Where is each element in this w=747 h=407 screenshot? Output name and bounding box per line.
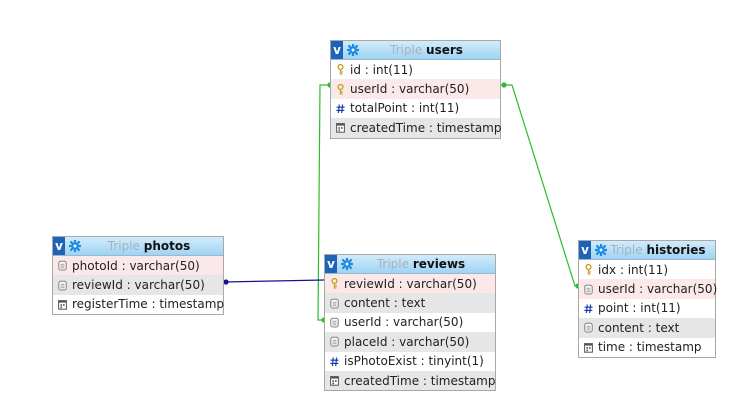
field-row[interactable]: idx : int(11) <box>579 260 715 279</box>
link-users-histories <box>501 84 578 287</box>
field-label: userId : varchar(50) <box>344 315 464 330</box>
table-title: Triple reviews <box>353 257 495 271</box>
field-row[interactable]: time : timestamp <box>579 338 715 357</box>
key-icon <box>336 64 350 75</box>
field-label: isPhotoExist : tinyint(1) <box>344 354 484 369</box>
gear-icon[interactable] <box>347 44 359 56</box>
field-row[interactable]: userId : varchar(50) <box>325 313 495 332</box>
field-label: content : text <box>598 320 680 335</box>
hash-icon <box>336 103 350 114</box>
table-toggle-v[interactable]: v <box>579 241 591 259</box>
calendar-icon <box>584 342 598 353</box>
field-label: createdTime : timestamp <box>350 120 502 135</box>
table-header[interactable]: v Triple histories <box>579 241 715 260</box>
text-field-icon <box>58 260 72 271</box>
field-label: userId : varchar(50) <box>350 82 470 97</box>
field-row[interactable]: userId : varchar(50) <box>579 279 718 299</box>
field-row[interactable]: point : int(11) <box>579 299 715 318</box>
field-row[interactable]: totalPoint : int(11) <box>331 99 500 118</box>
field-row[interactable]: reviewId : varchar(50) <box>53 275 223 295</box>
database-name: Triple <box>390 43 423 57</box>
table-title: Triple photos <box>81 239 223 253</box>
table-photos[interactable]: v Triple photos photoId : varchar(50) re… <box>52 236 225 316</box>
link-users-reviews <box>317 84 330 321</box>
field-label: reviewId : varchar(50) <box>72 278 205 293</box>
field-label: idx : int(11) <box>598 262 669 277</box>
field-row[interactable]: photoId : varchar(50) <box>53 256 223 276</box>
calendar-icon <box>336 122 350 134</box>
link-endpoint <box>501 82 507 88</box>
database-name: Triple <box>610 243 643 257</box>
key-icon <box>584 264 598 275</box>
table-name: reviews <box>412 257 466 271</box>
link-photos-reviews <box>223 279 325 283</box>
table-toggle-v[interactable]: v <box>53 237 65 255</box>
field-row[interactable]: registerTime : timestamp <box>53 295 225 314</box>
field-row[interactable]: createdTime : timestamp <box>325 370 496 391</box>
field-label: point : int(11) <box>598 301 681 316</box>
field-label: time : timestamp <box>598 340 702 355</box>
field-label: totalPoint : int(11) <box>350 101 460 116</box>
text-field-icon <box>330 298 344 309</box>
table-name: histories <box>646 243 706 257</box>
calendar-icon <box>330 375 344 386</box>
field-row[interactable]: placeId : varchar(50) <box>325 332 495 352</box>
field-row[interactable]: reviewId : varchar(50) <box>325 274 495 294</box>
text-field-icon <box>584 284 598 295</box>
table-toggle-v[interactable]: v <box>331 41 343 59</box>
field-row[interactable]: userId : varchar(50) <box>331 79 500 99</box>
text-field-icon <box>58 280 72 291</box>
field-label: content : text <box>344 296 426 311</box>
field-row[interactable]: isPhotoExist : tinyint(1) <box>325 352 495 371</box>
table-histories[interactable]: v Triple histories idx : int(11) userId … <box>578 240 718 358</box>
table-reviews[interactable]: v Triple reviews reviewId : varchar(50) … <box>324 254 496 392</box>
field-label: id : int(11) <box>350 62 413 77</box>
field-row[interactable]: content : text <box>579 318 715 338</box>
database-name: Triple <box>376 257 409 271</box>
link-endpoint <box>223 279 229 285</box>
hash-icon <box>330 356 344 367</box>
field-label: photoId : varchar(50) <box>72 258 200 273</box>
gear-icon[interactable] <box>69 240 81 252</box>
table-name: photos <box>143 239 191 253</box>
gear-icon[interactable] <box>341 258 353 270</box>
table-toggle-v[interactable]: v <box>325 255 337 273</box>
table-title: Triple users <box>359 43 500 57</box>
field-label: createdTime : timestamp <box>344 373 496 388</box>
field-row[interactable]: id : int(11) <box>331 60 500 79</box>
table-name: users <box>426 43 463 57</box>
key-icon <box>330 278 344 289</box>
field-row[interactable]: content : text <box>325 293 495 313</box>
field-label: registerTime : timestamp <box>72 297 225 312</box>
field-label: userId : varchar(50) <box>598 282 718 297</box>
field-label: placeId : varchar(50) <box>344 334 470 349</box>
text-field-icon <box>330 317 344 328</box>
gear-icon[interactable] <box>595 244 607 256</box>
table-users[interactable]: v Triple users id : int(11) userId : var… <box>330 40 501 139</box>
text-field-icon <box>330 336 344 347</box>
field-row[interactable]: createdTime : timestamp <box>331 118 502 138</box>
calendar-icon <box>58 299 72 310</box>
text-field-icon <box>584 322 598 333</box>
field-label: reviewId : varchar(50) <box>344 276 477 291</box>
database-name: Triple <box>107 239 140 253</box>
table-title: Triple histories <box>607 243 715 257</box>
table-header[interactable]: v Triple users <box>331 41 500 60</box>
key-icon <box>336 83 350 95</box>
table-header[interactable]: v Triple reviews <box>325 255 495 274</box>
table-header[interactable]: v Triple photos <box>53 237 223 256</box>
hash-icon <box>584 303 598 314</box>
